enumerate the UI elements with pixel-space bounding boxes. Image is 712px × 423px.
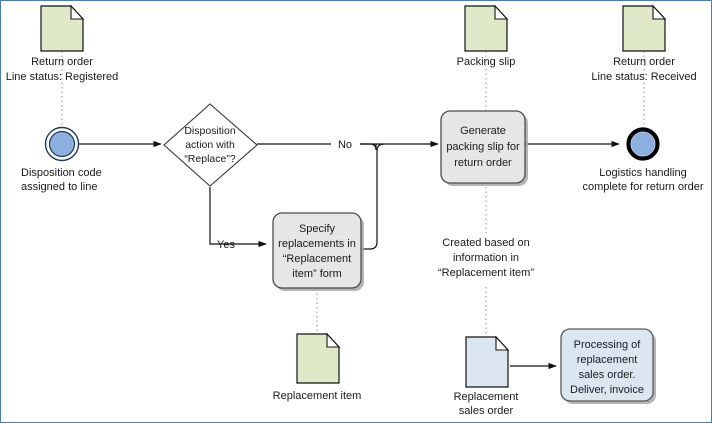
- end-event[interactable]: [626, 127, 660, 161]
- document-return-order-received[interactable]: [622, 4, 667, 52]
- document-replacement-sales-order[interactable]: [465, 335, 510, 388]
- document-replacement-sales-order-line2: sales order: [459, 405, 514, 417]
- flow-no-merge-stub: [360, 143, 377, 151]
- document-replacement-sales-order-line1: Replacement: [454, 391, 519, 403]
- annotation-created-based-on-line3: “Replacement item”: [438, 267, 534, 279]
- end-event-label-line2: complete for return order: [582, 181, 703, 193]
- task-processing-replacement-sales-order[interactable]: Processing of replacement sales order. D…: [560, 328, 656, 404]
- document-packing-slip-line1: Packing slip: [457, 56, 516, 68]
- document-return-order-received-line1: Return order: [613, 56, 675, 68]
- flow-label-no: No: [338, 139, 352, 151]
- task-specify-line3: “Replacement: [283, 253, 351, 265]
- gateway-label-line3: “Replace”?: [184, 153, 236, 165]
- start-event-label-line2: assigned to line: [21, 181, 97, 193]
- task-specify-line2: replacements in: [278, 238, 356, 250]
- task-processing-line3: sales order.: [579, 369, 636, 381]
- task-specify-replacements[interactable]: Specify replacements in “Replacement ite…: [272, 212, 364, 291]
- task-generate-line3: return order: [454, 157, 512, 169]
- gateway-label-line1: Disposition: [184, 125, 236, 137]
- task-generate-packing-slip[interactable]: Generate packing slip for return order: [440, 110, 528, 186]
- task-processing-line1: Processing of: [574, 339, 642, 351]
- document-replacement-item-line1: Replacement item: [273, 390, 362, 402]
- annotation-created-based-on-line1: Created based on: [442, 237, 529, 249]
- task-processing-line4: Deliver, invoice: [570, 384, 644, 396]
- document-packing-slip[interactable]: [464, 4, 509, 52]
- annotation-created-based-on-line2: information in: [453, 252, 519, 264]
- document-return-order-registered-line1: Return order: [31, 56, 93, 68]
- start-event-label-line1: Disposition code: [21, 167, 102, 179]
- task-processing-line2: replacement: [577, 354, 638, 366]
- document-replacement-item[interactable]: [296, 332, 341, 384]
- task-generate-line2: packing slip for: [446, 141, 520, 153]
- flow-label-yes: Yes: [217, 239, 235, 251]
- task-generate-line1: Generate: [460, 125, 506, 137]
- document-return-order-registered[interactable]: [40, 4, 85, 52]
- task-specify-line1: Specify: [299, 223, 336, 235]
- flow-gateway-yes-to-specify: [209, 187, 267, 248]
- document-return-order-received-line2: Line status: Received: [591, 71, 696, 83]
- gateway-label-line2: action with: [185, 139, 235, 151]
- end-event-label-line1: Logistics handling: [599, 167, 686, 179]
- flow-specify-to-merge: [361, 143, 385, 250]
- decision-gateway[interactable]: [163, 103, 258, 187]
- start-event[interactable]: [44, 126, 80, 162]
- document-return-order-registered-line2: Line status: Registered: [6, 71, 119, 83]
- task-specify-line4: item” form: [292, 268, 342, 280]
